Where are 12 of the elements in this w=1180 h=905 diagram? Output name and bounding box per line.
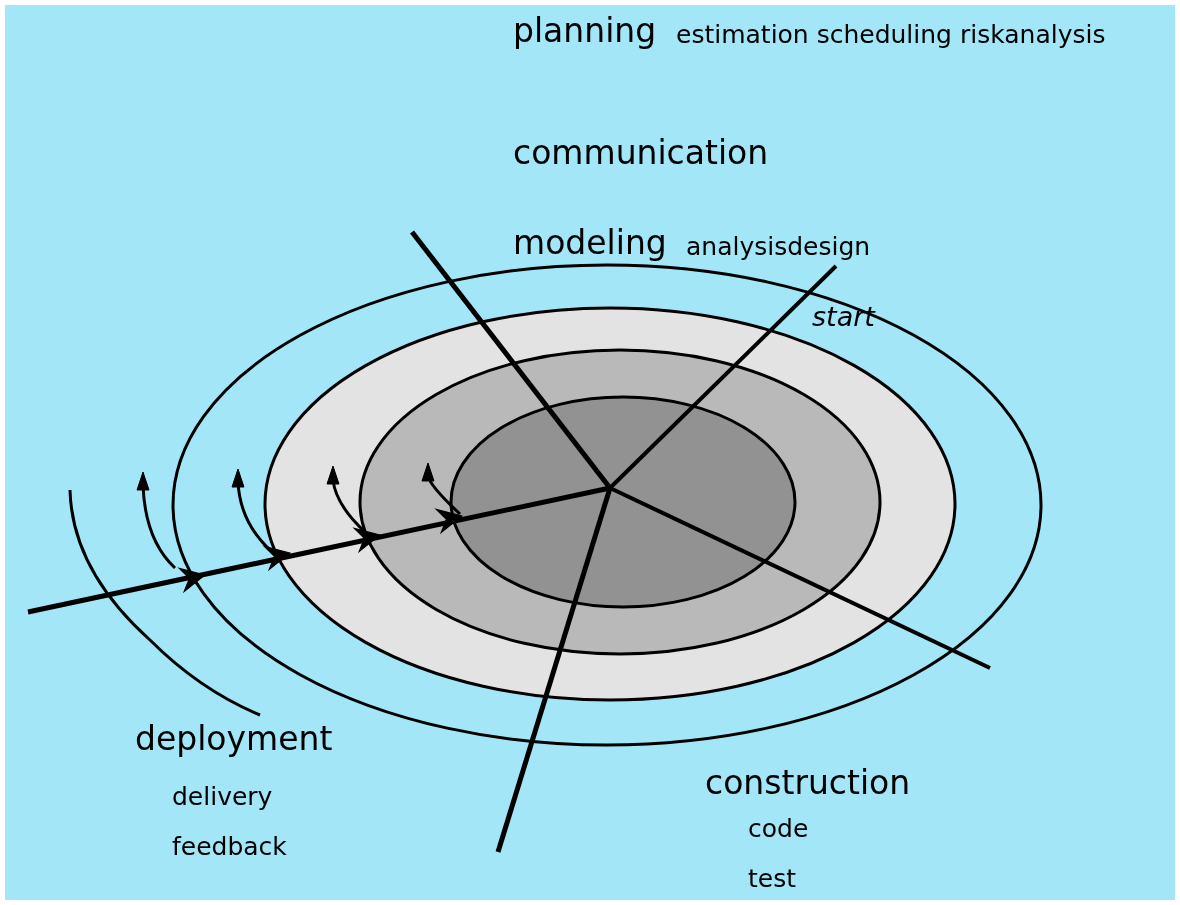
phase-label: deployment: [135, 722, 333, 755]
phase-label: communication: [513, 136, 769, 169]
task-label: estimation scheduling riskanalysis: [676, 22, 1106, 47]
task-label: feedback: [172, 834, 287, 859]
phase-label: planning: [513, 14, 657, 47]
start-label: start: [812, 303, 875, 330]
task-label: analysisdesign: [686, 234, 871, 259]
phase-label: construction: [705, 766, 911, 799]
task-label: code: [748, 816, 809, 841]
task-label: test: [748, 866, 796, 891]
phase-label: modeling: [513, 226, 667, 259]
task-label: delivery: [172, 784, 273, 809]
